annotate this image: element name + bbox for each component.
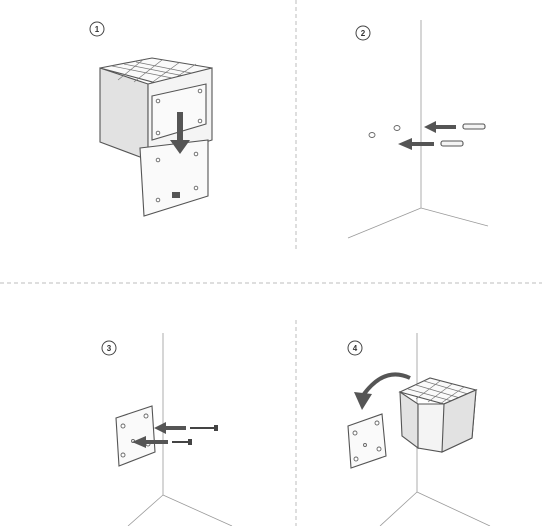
step-4-panel: 4 bbox=[347, 333, 491, 526]
wall-anchor-bottom bbox=[398, 138, 464, 150]
holder-with-bracket-illustration bbox=[99, 57, 213, 217]
wall-anchor-top bbox=[424, 121, 486, 133]
step-1-panel: 1 bbox=[89, 21, 213, 217]
screw-top bbox=[154, 422, 218, 434]
step-2-badge: 2 bbox=[355, 25, 371, 41]
step-4-number: 4 bbox=[353, 344, 358, 353]
step-1-badge: 1 bbox=[89, 21, 105, 37]
step-2-number: 2 bbox=[361, 29, 366, 38]
step-3-number: 3 bbox=[107, 344, 112, 353]
screw-bottom bbox=[132, 436, 192, 448]
step-3-panel: 3 bbox=[101, 333, 233, 526]
step-4-badge: 4 bbox=[347, 340, 363, 356]
step-1-number: 1 bbox=[95, 25, 100, 34]
drill-holes bbox=[368, 125, 401, 138]
holder-illustration-step-4 bbox=[354, 372, 478, 453]
wall-corner-step-2 bbox=[347, 20, 489, 239]
wall-bracket-step-4 bbox=[347, 413, 387, 469]
wall-corner-step-3 bbox=[127, 333, 233, 526]
step-3-badge: 3 bbox=[101, 340, 117, 356]
mounting-bracket-on-wall bbox=[115, 405, 156, 467]
step-2-panel: 2 bbox=[347, 20, 489, 239]
